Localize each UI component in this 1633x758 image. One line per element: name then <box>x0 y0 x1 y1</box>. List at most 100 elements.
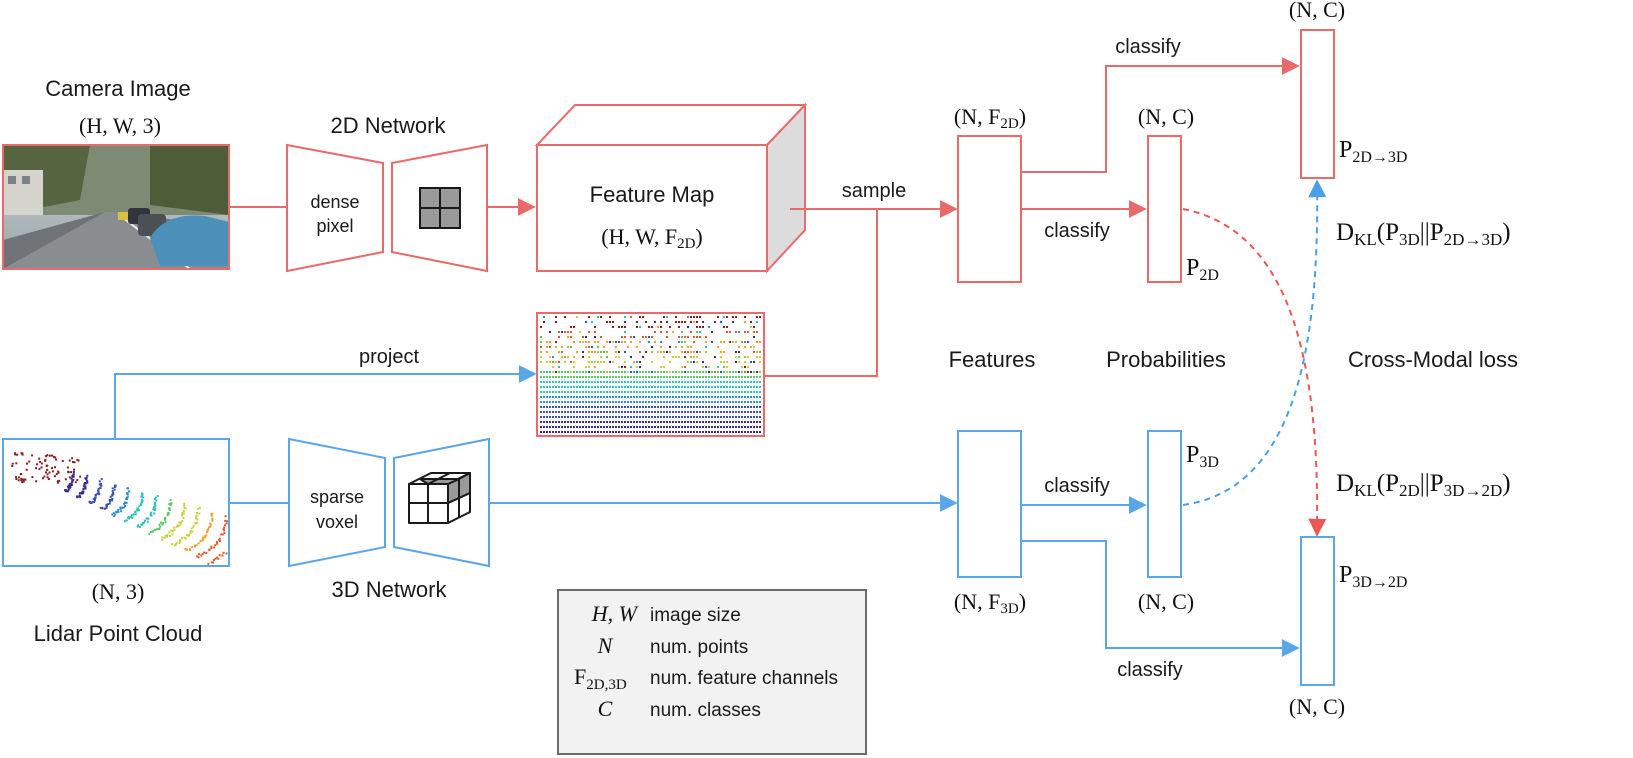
projected-point <box>747 411 749 413</box>
projected-point <box>615 426 617 428</box>
projected-point <box>756 431 758 433</box>
projected-point <box>603 371 605 373</box>
projected-point <box>705 431 707 433</box>
projected-point <box>630 396 632 398</box>
projected-point <box>687 411 689 413</box>
projected-point <box>549 376 551 378</box>
projected-point <box>675 356 677 358</box>
projected-point <box>546 376 548 378</box>
projected-point <box>678 371 680 373</box>
projected-point <box>639 391 641 393</box>
projected-point <box>735 401 737 403</box>
lidar-point <box>36 463 38 466</box>
lidar-point <box>128 517 130 520</box>
lidar-point-cloud-image <box>3 439 229 566</box>
lidar-point <box>195 544 198 547</box>
lidar-point <box>67 484 70 487</box>
projected-point <box>672 386 674 388</box>
projected-point <box>750 361 752 363</box>
projected-point <box>759 351 761 353</box>
2d-network-line2: pixel <box>316 216 353 236</box>
lidar-point <box>14 453 17 456</box>
projected-point <box>579 426 581 428</box>
projected-point <box>585 376 587 378</box>
projected-point <box>705 386 707 388</box>
projected-point <box>582 401 584 403</box>
projected-point <box>567 406 569 408</box>
projected-point <box>738 411 740 413</box>
projected-point <box>639 431 641 433</box>
lidar-point <box>71 481 74 484</box>
projected-point <box>591 401 593 403</box>
lidar-point <box>218 554 221 557</box>
projected-point <box>720 391 722 393</box>
projected-point <box>597 346 599 348</box>
lidar-point <box>215 541 218 544</box>
projected-point <box>690 426 692 428</box>
lidar-point <box>223 529 226 532</box>
projected-point <box>717 366 719 368</box>
projected-point <box>756 386 758 388</box>
lidar-point <box>51 454 53 457</box>
projected-point <box>711 416 713 418</box>
lidar-point <box>79 475 82 478</box>
projected-point <box>756 341 758 343</box>
projected-point <box>729 411 731 413</box>
projected-point <box>693 401 695 403</box>
projected-point <box>669 431 671 433</box>
features-3d-dims: (N, F3D) <box>954 589 1026 617</box>
projected-point <box>627 411 629 413</box>
projected-point <box>723 361 725 363</box>
projected-point <box>648 431 650 433</box>
projected-point <box>576 426 578 428</box>
projected-point <box>606 416 608 418</box>
lidar-point <box>217 557 220 560</box>
projected-point <box>648 416 650 418</box>
projected-point <box>717 406 719 408</box>
lidar-point <box>141 522 144 525</box>
projected-point <box>669 391 671 393</box>
projected-point <box>603 346 605 348</box>
projected-point <box>687 416 689 418</box>
projected-point <box>714 426 716 428</box>
lidar-point <box>214 557 217 560</box>
feature-map-box <box>534 102 808 274</box>
projected-point <box>636 416 638 418</box>
projected-point <box>675 381 677 383</box>
projected-point <box>666 406 668 408</box>
projected-point <box>759 391 761 393</box>
projected-point <box>621 406 623 408</box>
projected-point <box>600 371 602 373</box>
projected-point <box>651 396 653 398</box>
projected-point <box>609 426 611 428</box>
lidar-point <box>74 481 77 484</box>
projected-point <box>750 391 752 393</box>
projected-point <box>651 411 653 413</box>
lidar-point <box>148 532 151 535</box>
projected-point <box>609 396 611 398</box>
lidar-point <box>91 501 94 504</box>
lidar-point <box>67 488 70 491</box>
projected-point <box>720 401 722 403</box>
lidar-point <box>164 535 167 537</box>
projected-point <box>741 366 743 368</box>
projected-point <box>588 426 590 428</box>
projected-point <box>747 431 749 433</box>
projected-point <box>582 356 584 358</box>
projected-point <box>690 421 692 423</box>
projected-point <box>651 381 653 383</box>
lidar-point <box>167 512 170 515</box>
lidar-point <box>117 508 120 511</box>
projected-point <box>708 426 710 428</box>
lidar-point <box>58 479 61 482</box>
projected-point <box>603 406 605 408</box>
lidar-point <box>147 517 150 520</box>
projected-point <box>540 406 542 408</box>
projected-point <box>654 341 656 343</box>
projected-point <box>600 411 602 413</box>
probabilities-column-label: Probabilities <box>1106 347 1226 372</box>
projected-point <box>609 361 611 363</box>
projected-point <box>561 391 563 393</box>
lidar-point <box>141 494 144 497</box>
projected-point <box>603 396 605 398</box>
